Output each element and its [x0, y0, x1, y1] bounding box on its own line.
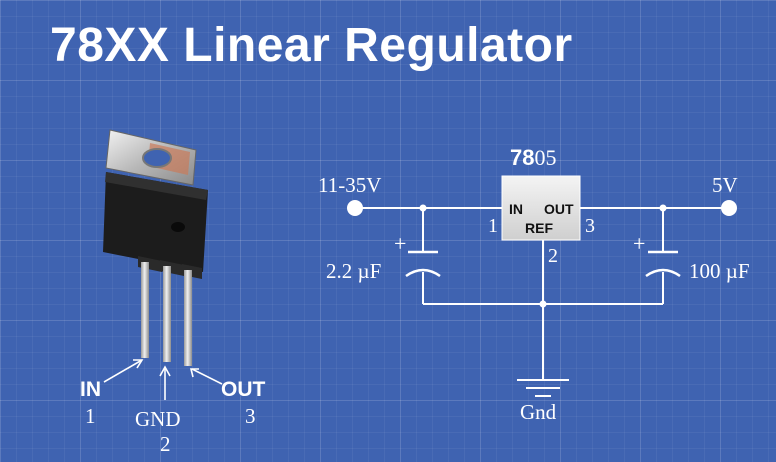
output-voltage-label: 5V — [712, 173, 738, 197]
pointer-out — [191, 368, 223, 385]
mounting-hole — [142, 148, 172, 168]
schematic-pin3: 3 — [585, 215, 595, 237]
page-title: 78XX Linear Regulator — [50, 19, 573, 72]
pin-pointers — [103, 359, 223, 400]
output-terminal — [721, 200, 737, 216]
package-pin-gnd-number: 2 — [160, 432, 171, 456]
package-pin-in-number: 1 — [85, 404, 96, 428]
regulator-chip — [501, 175, 581, 241]
output-cap-plus: + — [633, 231, 645, 256]
output-capacitor-label: 100 µF — [689, 259, 750, 283]
package-pin-out-number: 3 — [245, 404, 256, 428]
pin-lead-2 — [163, 266, 171, 362]
schematic-pin1: 1 — [488, 215, 498, 237]
schematic-pin2: 2 — [548, 245, 558, 267]
pin-lead-1 — [141, 262, 149, 358]
output-capacitor — [645, 250, 681, 278]
pin-lead-3 — [184, 270, 192, 366]
chip-pin-in-label: IN — [509, 201, 523, 217]
package-body — [103, 172, 208, 272]
input-terminal — [347, 200, 363, 216]
to220-package — [103, 129, 208, 366]
junction-dots — [419, 204, 667, 308]
input-capacitor-label: 2.2 µF — [326, 259, 381, 283]
chip-pin-out-label: OUT — [544, 201, 574, 217]
part-number-voltage: 05 — [534, 145, 556, 170]
chip-pin-ref-label: REF — [525, 220, 553, 236]
input-capacitor — [405, 250, 441, 278]
schematic-wires — [355, 207, 729, 397]
part-number: 7805 — [510, 145, 556, 170]
part-number-series: 78 — [510, 145, 534, 170]
input-cap-plus: + — [394, 231, 406, 256]
input-voltage-label: 11-35V — [318, 173, 381, 197]
pointer-in — [103, 359, 143, 383]
ground-label: Gnd — [520, 400, 557, 424]
package-pin-in-label: IN — [80, 378, 101, 401]
package-pin-gnd-label: GND — [135, 407, 181, 431]
package-pin-out-label: OUT — [221, 378, 266, 401]
